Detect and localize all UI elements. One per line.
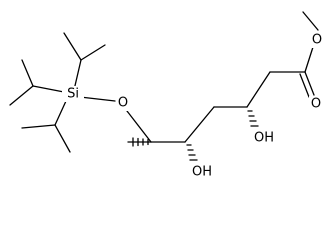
bond-ether-oxygen-to-c6 — [126, 110, 152, 143]
bond-left-isopropyl-methyl-upper — [21, 59, 34, 87]
hydroxyl-c5-atom-label: OH — [192, 165, 212, 180]
bond-si-to-lower-isopropyl-ch — [54, 100, 67, 126]
ether-oxygen-atom-label: O — [118, 96, 128, 111]
ester-oxygen-atom-label: O — [312, 33, 322, 48]
bond-si-to-left-isopropyl-ch — [32, 85, 65, 93]
molecule-structure-diagram: Si O OH OH O O — [9, 11, 324, 180]
bond-si-to-ether-oxygen — [79, 96, 116, 102]
si-label-bg — [62, 86, 84, 102]
bond-upper-isopropyl-methyl-left — [63, 32, 82, 61]
bond-c1-to-carbonyl-oxygen-b — [299, 73, 310, 98]
bond-c1-to-ester-oxygen — [304, 46, 314, 73]
bond-si-to-upper-isopropyl-ch — [73, 59, 82, 91]
c6-methyl-hash-wedge — [132, 137, 149, 147]
bond-c3-to-c2 — [246, 71, 271, 108]
hydroxyl-c3-atom-label: OH — [254, 131, 274, 146]
c3-hydroxyl-hash-wedge — [247, 110, 259, 127]
bond-lower-isopropyl-methyl-left — [21, 124, 56, 129]
ester-oxygen-label-bg — [310, 32, 324, 48]
si-atom-label: Si — [67, 87, 79, 102]
bond-left-isopropyl-methyl-lower — [9, 85, 34, 106]
atom-labels: Si O OH OH O O — [62, 32, 324, 180]
hydroxyl-c5-label-bg — [190, 164, 214, 180]
bond-c5-to-c4 — [184, 106, 215, 143]
ether-oxygen-label-bg — [116, 95, 130, 111]
carbonyl-oxygen-label-bg — [309, 96, 323, 112]
carbonyl-oxygen-atom-label: O — [311, 97, 321, 112]
hydroxyl-c3-label-bg — [252, 130, 276, 146]
bond-lower-isopropyl-methyl-right — [54, 124, 71, 153]
triisopropylsilyl-group — [9, 32, 116, 153]
bond-c1-to-carbonyl-oxygen-a — [304, 71, 315, 96]
main-chain — [126, 11, 319, 161]
bond-ester-oxygen-to-methyl — [302, 11, 319, 31]
bond-upper-isopropyl-methyl-right — [80, 44, 106, 61]
c5-hydroxyl-hash-wedge — [186, 144, 198, 161]
